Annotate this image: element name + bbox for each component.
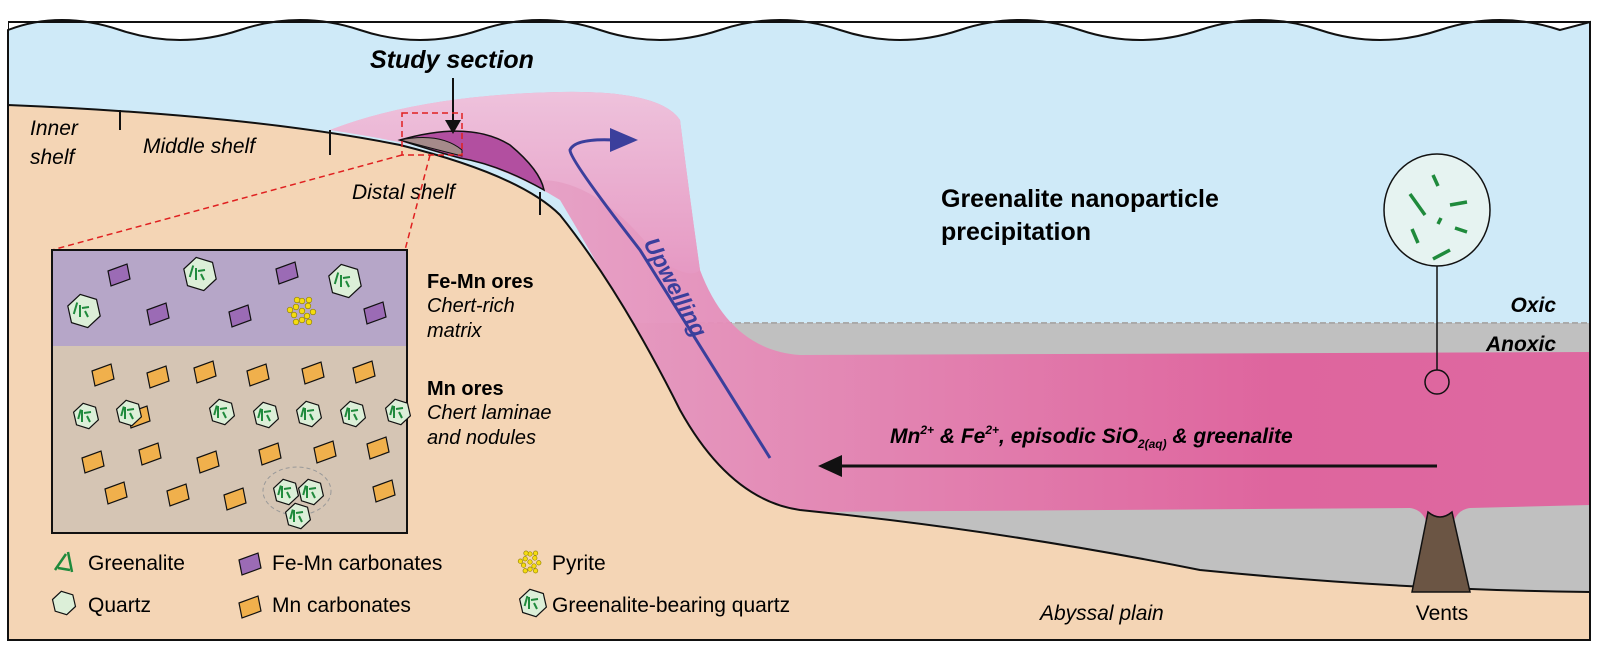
- distal-shelf-label: Distal shelf: [352, 181, 457, 204]
- greenalite-bearing-quartz-grain: [115, 399, 143, 427]
- greenalite-bearing-quartz-grain: [183, 256, 217, 292]
- mn-carbonate-grain: [146, 365, 170, 389]
- fe-mn-ores-desc-2: matrix: [427, 320, 482, 342]
- mn-carbonate-icon: [238, 595, 262, 619]
- pyrite-icon: [517, 550, 542, 574]
- legend-label: Greenalite: [88, 552, 185, 575]
- middle-shelf-label: Middle shelf: [143, 135, 257, 158]
- fe-mn-ores-title: Fe-Mn ores: [427, 271, 534, 293]
- mn-carbonate-grain: [104, 481, 128, 505]
- quartz-icon: [51, 590, 77, 616]
- legend-label: Fe-Mn carbonates: [272, 552, 442, 575]
- greenalite-bearing-quartz-grain: [272, 478, 300, 506]
- fe-mn-carbonate-icon: [238, 552, 262, 576]
- inner-shelf-label-1: Inner: [30, 117, 79, 140]
- legend-label: Greenalite-bearing quartz: [552, 594, 790, 617]
- mn-ores-title: Mn ores: [427, 378, 504, 400]
- mn-carbonate-grain: [372, 479, 396, 503]
- precipitation-label-1: Greenalite nanoparticle: [941, 185, 1219, 213]
- pyrite-framboid: [286, 296, 317, 326]
- shelf-dividers: [119, 110, 541, 215]
- arrow-right-icon: [610, 128, 638, 152]
- mn-carbonate-grain: [366, 436, 390, 460]
- legend-label: Mn carbonates: [272, 594, 411, 617]
- vent-chimney: [1411, 510, 1471, 593]
- legend: Greenalite Fe-Mn carbonates Pyrite Quart…: [51, 550, 790, 619]
- greenalite-bearing-quartz-grain: [67, 293, 101, 329]
- greenalite-bearing-quartz-grain: [328, 263, 362, 299]
- mn-carbonate-grain: [81, 450, 105, 474]
- greenalite-bearing-quartz-grain: [72, 402, 100, 430]
- legend-label: Quartz: [88, 594, 151, 617]
- fe-mn-carbonate-grain: [146, 302, 170, 326]
- fe-mn-carbonate-grain: [228, 304, 252, 328]
- greenalite-bearing-quartz-grain: [339, 400, 367, 428]
- arrow-left-icon: [818, 455, 842, 477]
- abyssal-plain-label: Abyssal plain: [1038, 602, 1164, 625]
- study-section-title: Study section: [370, 46, 534, 74]
- inset-panel: [51, 249, 412, 534]
- flux-label: Mn2+ & Fe2+, episodic SiO2(aq) & greenal…: [890, 423, 1293, 451]
- vents-label: Vents: [1416, 602, 1469, 625]
- study-area-marker: [401, 112, 463, 156]
- mn-carbonate-grain: [166, 483, 190, 507]
- mn-ores-desc-2: and nodules: [427, 427, 536, 449]
- mn-carbonate-grain: [301, 361, 325, 385]
- greenalite-bearing-quartz-grain: [284, 502, 312, 530]
- fe-mn-carbonate-grain: [363, 301, 387, 325]
- legend-label: Pyrite: [552, 552, 606, 575]
- oxic-label: Oxic: [1510, 294, 1556, 317]
- mn-carbonate-grain: [196, 450, 220, 474]
- anoxic-label: Anoxic: [1485, 333, 1556, 356]
- greenalite-bearing-quartz-icon: [518, 588, 548, 618]
- inner-shelf-label-2: shelf: [30, 146, 77, 169]
- fe-mn-ores-desc-1: Chert-rich: [427, 295, 515, 317]
- greenalite-bearing-quartz-grain: [295, 400, 323, 428]
- upwelling-arrow: [568, 138, 772, 459]
- mn-carbonate-grain: [223, 487, 247, 511]
- nanoparticle-magnifier-icon: [1383, 153, 1491, 395]
- greenalite-bearing-quartz-grain: [252, 401, 280, 429]
- mn-carbonate-grain: [91, 363, 115, 387]
- mn-ores-desc-1: Chert laminae: [427, 402, 552, 424]
- mn-carbonate-grain: [352, 360, 376, 384]
- greenalite-bearing-quartz-grain: [208, 398, 236, 426]
- fe-mn-carbonate-grain: [107, 263, 131, 287]
- mn-carbonate-grain: [138, 442, 162, 466]
- greenalite-bearing-quartz-grain: [384, 398, 412, 426]
- mn-carbonate-grain: [193, 360, 217, 384]
- greenalite-icon: [53, 551, 74, 573]
- mn-carbonate-grain: [258, 442, 282, 466]
- fe-mn-carbonate-grain: [275, 261, 299, 285]
- mn-carbonate-grain: [246, 363, 270, 387]
- arrow-down-icon: [445, 120, 461, 134]
- greenalite-bearing-quartz-grain: [297, 478, 325, 506]
- precipitation-label-2: precipitation: [941, 218, 1091, 246]
- mn-carbonate-grain: [313, 440, 337, 464]
